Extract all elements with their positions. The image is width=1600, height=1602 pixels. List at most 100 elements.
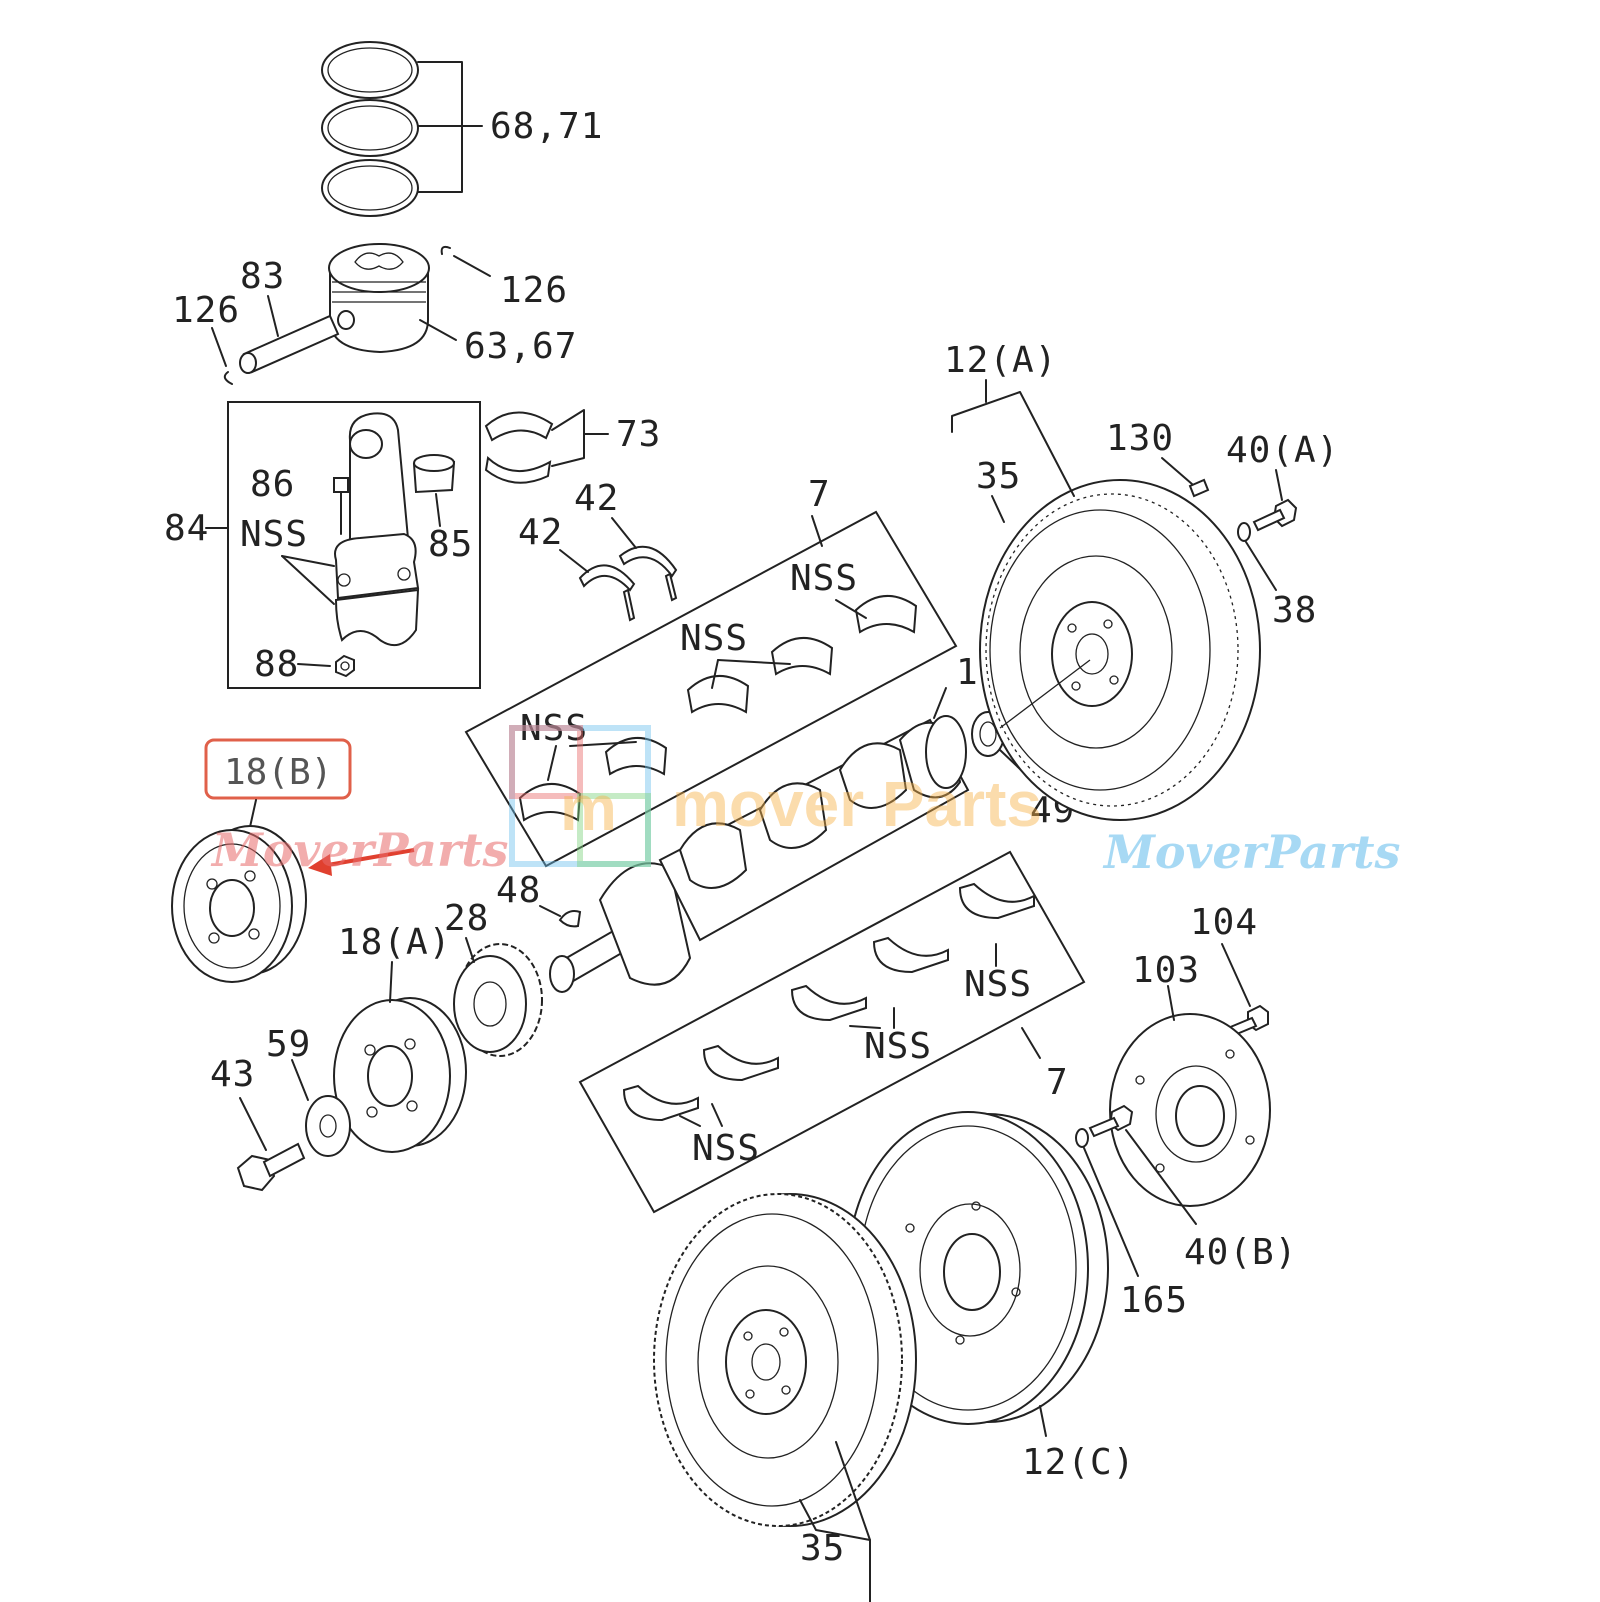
label-plate-bolt: 104 [1190,902,1258,943]
bolt-b-leader [1125,1129,1197,1225]
bolt-leader [239,1097,267,1151]
flywheel-a [979,479,1261,821]
rod-bearing-shells [484,411,554,484]
conrod-box [227,401,481,689]
label-rings: 68,71 [490,106,603,147]
watermark-logo: m [509,725,651,867]
label-crankshaft: 1 [956,652,979,693]
conrod-bushing [412,454,456,527]
upper-bearings-box [464,510,958,868]
pulley-a [333,997,467,1153]
label-washer-a: 38 [1272,590,1317,631]
nut-leader [297,663,331,667]
piston-leader [419,319,457,341]
woodruff-key [558,910,582,928]
label-conrod-nss: NSS [240,514,308,555]
label-thrust-a: 42 [518,512,563,553]
ring-gear-a-leader [991,495,1005,523]
flywheel-axis [999,659,1091,729]
conrod-nss-leader-a [281,555,335,567]
label-flywheel-a: 12(A) [944,340,1057,381]
flywheel-bolt-a [1252,498,1298,532]
key-leader [539,905,561,917]
conrod-bolt [333,477,349,535]
washer-b-leader [1083,1147,1139,1277]
label-flywheel-c: 12(C) [1022,1442,1135,1483]
label-upper-nss-1: NSS [520,708,588,749]
piston [328,243,430,354]
red-arrow [308,848,415,876]
plate-bolt-leader [1221,943,1251,1007]
watermark-right: MoverParts [1102,825,1400,879]
crankshaft-leader [933,687,947,719]
watermark-left: MoverParts [210,823,508,877]
label-upper-nss-3: NSS [790,558,858,599]
ring-gear-b-bracket [799,1441,871,1541]
plate-leader [1167,985,1175,1021]
flywheel-bolt-b [1088,1104,1134,1138]
upper-nss-2-leader-b [717,659,791,665]
dowel-pin [1188,478,1210,498]
lower-box-leader [1021,1027,1041,1059]
label-lower-bearings: 7 [1046,1062,1069,1103]
highlight-box [204,738,352,800]
flywheel-a-bracket [951,391,1075,497]
lower-bearings-box [578,850,1086,1214]
label-washer: 59 [266,1024,311,1065]
washer-leader [291,1059,309,1101]
label-pulley-b: 18(B) [224,752,332,793]
upper-nss-2-leader-a [711,659,719,689]
flywheel-ring-gear [653,1193,917,1527]
watermark-logo-letter: m [560,772,617,844]
upper-nss-1-leader-a [547,745,557,781]
crank-gear [453,943,543,1057]
upper-nss-3-leader [835,599,867,619]
circlip-right [440,245,491,277]
upper-nss-1-leader-b [569,741,637,747]
lower-nss-2-leader-b [849,1025,881,1029]
label-circlip-left: 126 [172,290,240,331]
thrust-a-leader [559,549,589,573]
label-pulley-a: 18(A) [338,922,451,963]
label-washer-b: 165 [1120,1280,1188,1321]
label-key: 48 [496,870,541,911]
crank-bolt [236,1142,306,1192]
label-pin: 83 [240,256,285,297]
thrust-washer-b [618,545,678,602]
washer-b [1075,1128,1089,1148]
crankshaft [549,715,970,993]
lower-nss-1-leader-b [679,1115,701,1127]
upper-box-leader [811,515,823,547]
label-upper-bearings: 7 [808,474,831,515]
gear-leader [465,937,475,963]
bolt-a-leader [1275,469,1283,501]
label-piston: 63,67 [464,326,577,367]
dowel-leader [1161,457,1193,485]
label-thrust-b: 42 [574,478,619,519]
circlip-left [211,327,233,385]
label-lower-nss-3: NSS [964,964,1032,1005]
label-crank-bolt: 43 [210,1054,255,1095]
thrust-b-leader [611,517,637,549]
upper-bearing-shells [518,594,918,822]
label-rod-bearing: 73 [616,414,661,455]
conrod-nut [335,654,355,678]
label-flywheel-bolt-a: 40(A) [1226,430,1339,471]
rod-bearing-leader [551,409,585,467]
label-lower-nss-2: NSS [864,1026,932,1067]
label-gear: 28 [444,898,489,939]
label-bushing: 85 [428,524,473,565]
crank-washer [305,1095,351,1157]
rings-leader [417,61,483,193]
washer-a [1237,522,1251,542]
thrust-washer-a [578,564,636,622]
flywheel-c-leader [1039,1405,1047,1437]
label-lower-nss-1: NSS [692,1128,760,1169]
label-plate: 103 [1132,950,1200,991]
label-circlip-right: 126 [500,270,568,311]
piston-rings [321,41,419,217]
label-conrod-nut: 88 [254,644,299,685]
label-flywheel-bolt-b: 40(B) [1184,1232,1297,1273]
pulley-a-leader [389,961,393,1003]
